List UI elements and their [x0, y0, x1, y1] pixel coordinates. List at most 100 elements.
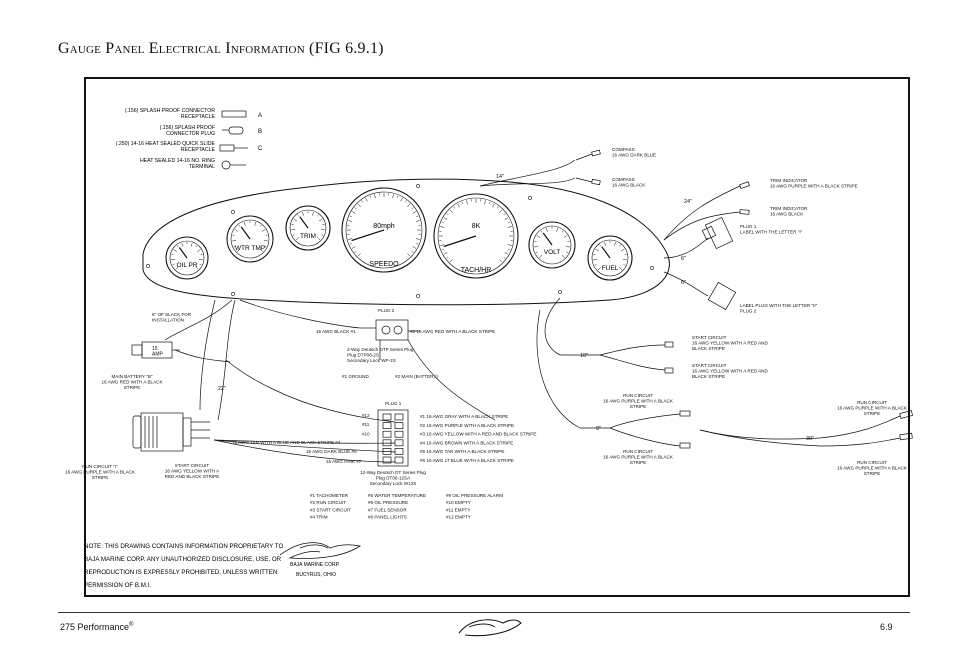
start-circuit-label-line: 16 AWG YELLOW WITH A RED AND [692, 368, 768, 373]
plug2-pin-label: #1 GROUND [342, 374, 369, 379]
pin-function-label: #5 WATER TEMPERATURE [368, 493, 426, 498]
receptacle-icon [221, 110, 247, 118]
main-battery-label-line: MAIN BATTERY "B" [111, 374, 152, 379]
tachometer-gauge-upper-label: 8K [472, 223, 481, 230]
oil-pressure-gauge-label: OIL PR [176, 262, 197, 269]
registered-mark: ® [129, 622, 134, 628]
legend-letter-b: B [258, 129, 262, 135]
pin-function-label: #9 OIL PRESSURE ALARM [446, 493, 503, 498]
plug1-pin [394, 448, 404, 455]
compass-wire-label-line: COMPASS [612, 177, 635, 182]
footer-model: 275 Performance® [60, 622, 133, 632]
plug1-pin [382, 422, 392, 429]
wire-length-label: 6" [681, 256, 686, 262]
plug1-wire-label: #1 16 AWG GRAY WITH A BLACK STRIPE [420, 414, 508, 419]
wire-length-label-line: 24" [684, 199, 692, 205]
plug-icon [228, 126, 244, 135]
plug1-wire-label: #4 16 AWG BROWN WITH A BLACK STRIPE [420, 440, 513, 445]
start-circuit-label-line: BLACK STRIPE [692, 346, 725, 351]
tachometer-gauge-label-line: TACH/HR [461, 267, 492, 274]
plug2-wire-label-line: 16 AWG BLACK #1 [316, 329, 356, 334]
plug1-wire-label: 16 AWG TAN WITH A BLUE AND BLACK STRIPE … [232, 440, 341, 445]
run-circuit-label-line: 16 AWG PURPLE WITH A BLACK [65, 469, 136, 474]
pin-function-label-line: #3 START CIRCUIT [310, 507, 351, 512]
plug2-title: PLUG 2 [378, 308, 395, 313]
fuse-holder [131, 341, 180, 359]
page-title: Gauge Panel Electrical Information (FIG … [58, 40, 384, 57]
plug1-pin [382, 413, 392, 421]
wire-length-label-line: 10" [580, 353, 588, 359]
connector-legend: A B C [219, 110, 263, 170]
plug1-wire-label: #3 16 AWG YELLOW WITH A RED AND BLACK ST… [420, 432, 536, 437]
plug2-title-line: PLUG 2 [378, 308, 395, 313]
plug1-wire-label-line: 16 AWG TAN WITH A BLUE AND BLACK STRIPE … [232, 440, 341, 445]
plug2-wire-label-line: #2 16 AWG RED WITH A BLACK STRIPE [410, 329, 495, 334]
plug1-label-line: LABEL WITH THE LETTER "I" [740, 229, 803, 234]
plug2-wire-label: 16 AWG BLACK #1 [316, 329, 356, 334]
proprietary-note: NOTE: THIS DRAWING CONTAINS INFORMATION … [84, 543, 283, 589]
fuel-gauge-label: FUEL [602, 265, 619, 272]
pin-function-label: #2 RUN CIRCUIT [310, 500, 346, 505]
pin-function-label-line: #2 RUN CIRCUIT [310, 500, 346, 505]
diagram-frame [84, 77, 910, 597]
start-circuit-label-line: 16 AWG YELLOW WITH A [165, 468, 220, 473]
pin-function-label: #7 FUEL SENSOR [368, 507, 407, 512]
gauge-needle [351, 229, 385, 242]
plug2-label-line: PLUG 2 [740, 308, 757, 313]
speedometer-gauge-upper-label: 80mph [373, 223, 395, 230]
start-circuit-label-line: 16 AWG YELLOW WITH A RED AND [692, 340, 768, 345]
pin-function-label-line: #4 TRIM [310, 515, 328, 520]
plug1-pin [382, 439, 392, 447]
speedometer-gauge-upper-label-line: 80mph [373, 223, 395, 230]
compass-wire-label-line: 16 AWG DARK BLUE [612, 152, 656, 157]
plug2-label-line: LABEL PLUG WITH THE LETTER "II" [740, 303, 818, 308]
trim-indicator-label-line: TRIM INDICATOR [770, 178, 808, 183]
trim-gauge-label-line: TRIM [300, 233, 316, 240]
voltmeter-gauge-label-line: VOLT [544, 249, 561, 256]
pin-function-label-line: #7 FUEL SENSOR [368, 507, 407, 512]
baja-footer-logo [458, 619, 522, 637]
plug1-connector [377, 409, 409, 467]
plug1-pin [382, 456, 392, 464]
voltmeter-gauge-label: VOLT [544, 249, 561, 256]
wire-length-label: 24" [684, 199, 692, 205]
run-circuit-label-line: 16 AWG PURPLE WITH A BLACK [603, 398, 674, 403]
plug2-label: LABEL PLUG WITH THE LETTER "II"PLUG 2 [740, 303, 818, 313]
note-line: NOTE: THIS DRAWING CONTAINS INFORMATION … [84, 543, 283, 550]
pin-function-label: #8 PANEL LIGHTS [368, 515, 407, 520]
wire-length-label-line: 9" [596, 426, 601, 432]
plug1-pin-number: #11 [362, 422, 370, 427]
start-circuit-label-line: BLACK STRIPE [692, 374, 725, 379]
wire-length-label: 30" [806, 436, 814, 442]
start-circuit-label-line: START CIRCUIT [692, 363, 727, 368]
plug1-pin [382, 448, 392, 455]
start-circuit-label-line: START CIRCUIT [175, 463, 210, 468]
run-circuit-label-line: STRIPE [92, 475, 109, 480]
run-circuit-label-line: 16 AWG PURPLE WITH A BLACK [603, 454, 674, 459]
pin-function-label-line: #10 EMPTY [446, 500, 471, 505]
wire-length-label: 10" [580, 353, 588, 359]
plug2-part-label-line: Plug DTP06-2S [347, 352, 379, 357]
plug1-pin-number-line: #10 [362, 431, 370, 436]
run-circuit-label: RUN CIRCUIT "I"16 AWG PURPLE WITH A BLAC… [65, 464, 136, 480]
plug2-pin-label-line: #2 MAIN (BATTERY) [395, 374, 438, 379]
plug1-wire-label: #6 16 AWG LT BLUE WITH A BLACK STRIPE [420, 458, 514, 463]
pin-function-label: #1 TACHOMETER [310, 493, 349, 498]
pin-function-label-line: #6 OIL PRESSURE [368, 500, 408, 505]
pin-function-label-line: #9 OIL PRESSURE ALARM [446, 493, 503, 498]
compass-wire-label-line: COMPASS [612, 147, 635, 152]
plug1-part-label-line: 12-Way Deutsch DT Series Plug [360, 470, 426, 475]
